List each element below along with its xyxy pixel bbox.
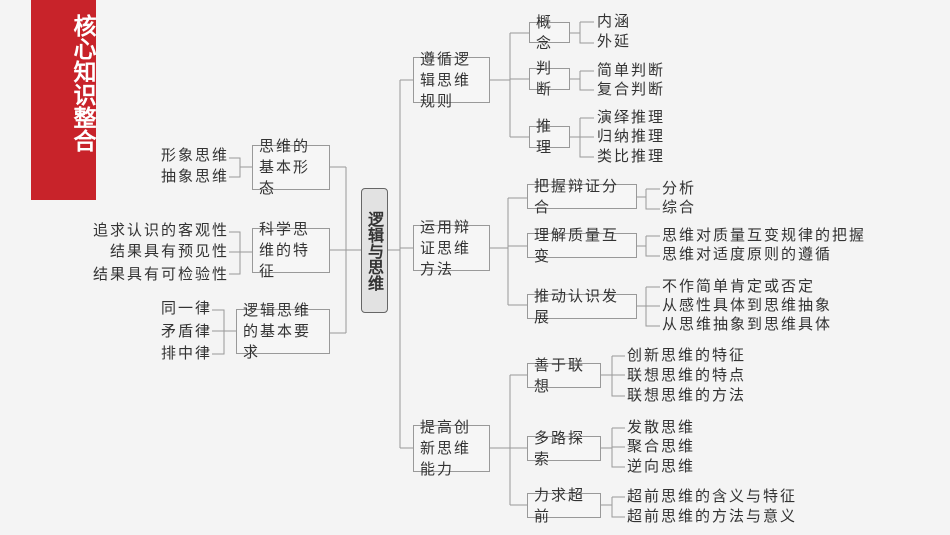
node-label: 力求超前	[534, 485, 586, 525]
leaf: 联想思维的方法	[627, 386, 747, 404]
node-scientific-features[interactable]: 科学思维的特征	[252, 220, 330, 280]
node-label: 思维的基本形态	[259, 137, 311, 197]
node-label: 逻辑思维的基本要求	[243, 301, 312, 361]
node-reasoning[interactable]: 推理	[529, 117, 570, 156]
node-label: 善于联想	[534, 355, 586, 395]
node-label: 判断	[536, 59, 554, 98]
leaf: 简单判断	[597, 61, 666, 79]
leaf: 追求认识的客观性	[92, 221, 229, 239]
leaf: 矛盾律	[160, 322, 212, 340]
root-label: 逻辑与思维	[365, 210, 384, 291]
node-label: 理解质量互变	[534, 225, 620, 265]
node-label: 推动认识发展	[534, 286, 620, 326]
node-label: 概念	[536, 12, 554, 52]
node-exploration[interactable]: 多路探索	[527, 429, 601, 468]
node-innovation[interactable]: 提高创新思维能力	[413, 418, 490, 478]
leaf: 超前思维的含义与特征	[627, 487, 798, 505]
leaf: 演绎推理	[597, 108, 666, 126]
leaf: 形象思维	[160, 146, 229, 164]
leaf: 聚合思维	[627, 437, 696, 455]
leaf: 排中律	[160, 344, 212, 362]
leaf: 从思维抽象到思维具体	[662, 315, 833, 333]
node-ahead[interactable]: 力求超前	[527, 486, 601, 525]
leaf: 不作简单肯定或否定	[662, 277, 816, 295]
leaf: 内涵	[597, 12, 632, 30]
leaf: 同一律	[160, 299, 212, 317]
leaf: 分析	[662, 179, 697, 197]
node-association[interactable]: 善于联想	[527, 356, 601, 395]
leaf: 创新思维的特征	[627, 346, 747, 364]
node-cognition[interactable]: 推动认识发展	[527, 287, 637, 326]
node-concept[interactable]: 概念	[529, 13, 570, 52]
node-label: 多路探索	[534, 428, 586, 468]
node-logic-rules[interactable]: 遵循逻辑思维规则	[413, 50, 490, 110]
node-judgment[interactable]: 判断	[529, 59, 570, 98]
leaf: 逆向思维	[627, 457, 696, 475]
section-banner: 核心知识整合	[31, 0, 96, 200]
leaf: 外延	[597, 32, 632, 50]
node-label: 推理	[536, 117, 554, 156]
leaf: 归纳推理	[597, 127, 666, 145]
root-node[interactable]: 逻辑与思维	[361, 188, 388, 313]
leaf: 发散思维	[627, 418, 696, 436]
leaf: 思维对质量互变规律的把握	[662, 226, 867, 244]
node-label: 提高创新思维能力	[420, 418, 472, 478]
node-dialectic-methods[interactable]: 运用辩证思维方法	[413, 218, 490, 278]
leaf: 从感性具体到思维抽象	[662, 296, 833, 314]
leaf: 类比推理	[597, 147, 666, 165]
node-basic-forms[interactable]: 思维的基本形态	[252, 137, 330, 197]
leaf: 思维对适度原则的遵循	[662, 245, 833, 263]
leaf: 结果具有可检验性	[92, 265, 229, 283]
leaf: 抽象思维	[160, 167, 229, 185]
node-quality-change[interactable]: 理解质量互变	[527, 226, 637, 265]
node-label: 运用辩证思维方法	[420, 217, 472, 278]
leaf: 联想思维的特点	[627, 366, 747, 384]
leaf: 复合判断	[597, 80, 666, 98]
leaf: 综合	[662, 198, 697, 216]
leaf: 超前思维的方法与意义	[627, 507, 798, 525]
node-label: 科学思维的特征	[259, 220, 311, 280]
node-logic-requirements[interactable]: 逻辑思维的基本要求	[236, 301, 330, 361]
node-label: 遵循逻辑思维规则	[420, 49, 472, 110]
leaf: 结果具有预见性	[109, 242, 229, 260]
node-synthesis[interactable]: 把握辩证分合	[527, 177, 637, 216]
node-label: 把握辩证分合	[534, 176, 620, 216]
banner-title: 核心知识整合	[69, 14, 95, 152]
